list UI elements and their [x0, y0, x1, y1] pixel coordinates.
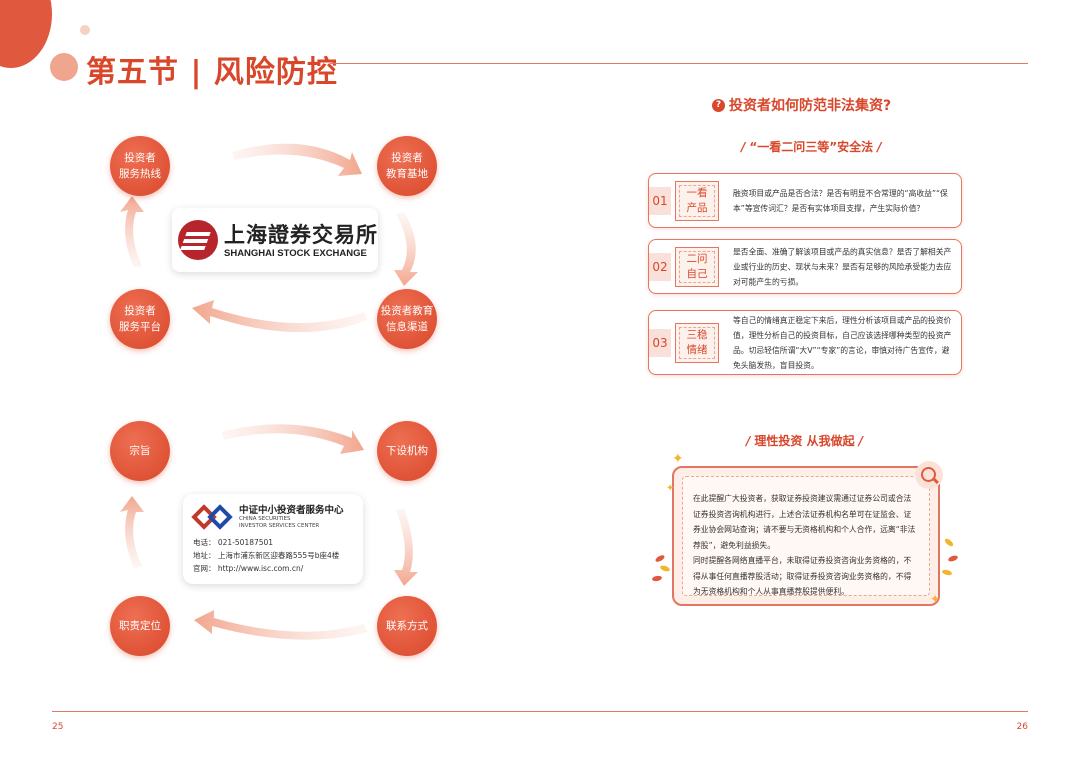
title-bullet [50, 53, 78, 81]
corner-decoration [0, 0, 52, 68]
title-rule [330, 63, 1028, 64]
isc-address: 地址： 上海市浦东新区迎春路555号b座4楼 [193, 551, 340, 560]
sparkle-icon: ✦ [672, 451, 684, 467]
footer-rule [52, 711, 1028, 712]
sse-emblem-icon [178, 220, 218, 260]
sse-name-en: SHANGHAI STOCK EXCHANGE [224, 247, 367, 259]
node-service-platform: 投资者 服务平台 [110, 289, 170, 349]
isc-website[interactable]: 官网： http://www.isc.com.cn/ [193, 564, 304, 573]
rule-text: 是否全面、准确了解该项目或产品的真实信息？是否了解相关产业或行业的历史、现状与未… [733, 247, 952, 286]
rule-card-3: 03 三稳 情绪 等自己的情绪真正稳定下来后，理性分析该项目或产品的投资价值，理… [648, 310, 962, 375]
rule-card-2: 02 二问 自己 是否全面、准确了解该项目或产品的真实信息？是否了解相关产业或行… [648, 239, 962, 294]
rule-number: 01 [649, 186, 671, 215]
rule-number: 02 [649, 252, 671, 281]
leaf-icon [943, 537, 955, 548]
arrow-right-down [394, 212, 418, 286]
node-label: 宗旨 [129, 445, 151, 457]
question-icon: ? [712, 98, 725, 112]
arrow-top-right [232, 143, 362, 176]
rule-text: 等自己的情绪真正稳定下来后，理性分析该项目或产品的投资价值，理性分析自己的投资目… [733, 315, 952, 370]
leaf-icon [654, 553, 666, 564]
tip-card: 在此提醒广大投资者，获取证券投资建议需通过证券公司或合法证券投资咨询机构进行，上… [672, 466, 940, 606]
isc-name-en-1: CHINA SECURITIES [239, 516, 291, 522]
isc-name-en-2: INVESTOR SERVICES CENTER [239, 523, 320, 529]
arrow-right-down-2 [394, 508, 418, 586]
method-heading: /“一看二问三等”安全法/ [741, 140, 882, 154]
sparkle-icon: ✦ [930, 592, 941, 606]
method-title: “一看二问三等”安全法 [749, 140, 874, 154]
node-service-hotline: 投资者 服务热线 [110, 136, 170, 196]
faq-title: 投资者如何防范非法集资? [729, 98, 892, 114]
rule-tag-label: 二问 自己 [686, 252, 708, 280]
section-title: 第五节 | 风险防控 [86, 55, 338, 90]
rule-number: 03 [649, 328, 671, 357]
corner-dot [80, 25, 90, 35]
tip-paragraph-2: 同时提醒各网络直播平台，未取得证券投资咨询业务资格的，不得从事任何直播荐股活动；… [693, 556, 912, 596]
tip-title: 理性投资 从我做起 [754, 434, 855, 448]
search-icon [915, 461, 943, 489]
node-label: 投资者 教育基地 [386, 152, 428, 180]
isc-phone: 电话： 021-50187501 [193, 538, 274, 547]
rule-tag: 一看 产品 [675, 180, 719, 221]
rule-tag-label: 一看 产品 [686, 186, 708, 214]
arrow-top-right-2 [222, 424, 364, 454]
page-number-left: 25 [52, 722, 64, 732]
sse-logo-card: 上海證券交易所 SHANGHAI STOCK EXCHANGE [172, 208, 378, 272]
rule-tag: 三稳 情绪 [675, 322, 719, 363]
node-education-base: 投资者 教育基地 [377, 136, 437, 196]
node-label: 下设机构 [386, 445, 428, 457]
rule-tag: 二问 自己 [675, 246, 719, 287]
rule-card-1: 01 一看 产品 融资项目或产品是否合法？是否有明显不合常理的“高收益”“保本”… [648, 173, 962, 228]
node-subsidiaries: 下设机构 [377, 421, 437, 481]
rule-tag-label: 三稳 情绪 [686, 328, 708, 356]
sse-name-cn: 上海證券交易所 [224, 221, 378, 247]
isc-name-cn: 中证中小投资者服务中心 [239, 505, 344, 516]
node-label: 投资者教育 信息渠道 [380, 305, 434, 333]
faq-heading: ? 投资者如何防范非法集资? [712, 95, 891, 115]
leaf-icon [651, 575, 663, 582]
isc-logo-icon [191, 502, 233, 530]
node-label: 职责定位 [119, 620, 161, 632]
page-number-right: 26 [1016, 722, 1028, 732]
leaf-icon [947, 554, 959, 563]
tip-paragraph-1: 在此提醒广大投资者，获取证券投资建议需通过证券公司或合法证券投资咨询机构进行，上… [693, 494, 916, 550]
node-label: 联系方式 [386, 620, 428, 632]
rule-text: 融资项目或产品是否合法？是否有明显不合常理的“高收益”“保本”等宣传词汇？是否有… [733, 188, 948, 213]
leaf-icon [941, 568, 953, 577]
node-education-channel: 投资者教育 信息渠道 [377, 289, 437, 349]
arrow-bottom-left [192, 300, 368, 333]
arrow-bottom-left-2 [194, 610, 368, 640]
node-label: 投资者 服务平台 [119, 305, 161, 333]
node-contact: 联系方式 [377, 596, 437, 656]
isc-info-card: 中证中小投资者服务中心 CHINA SECURITIES INVESTOR SE… [183, 494, 363, 584]
node-label: 投资者 服务热线 [119, 152, 161, 180]
tip-heading: /理性投资 从我做起/ [746, 434, 863, 448]
arrow-left-up-2 [120, 496, 144, 568]
leaf-icon [659, 564, 671, 573]
sparkle-icon: ✦ [666, 483, 675, 494]
arrow-left-up [120, 196, 144, 268]
node-purpose: 宗旨 [110, 421, 170, 481]
node-responsibility: 职责定位 [110, 596, 170, 656]
